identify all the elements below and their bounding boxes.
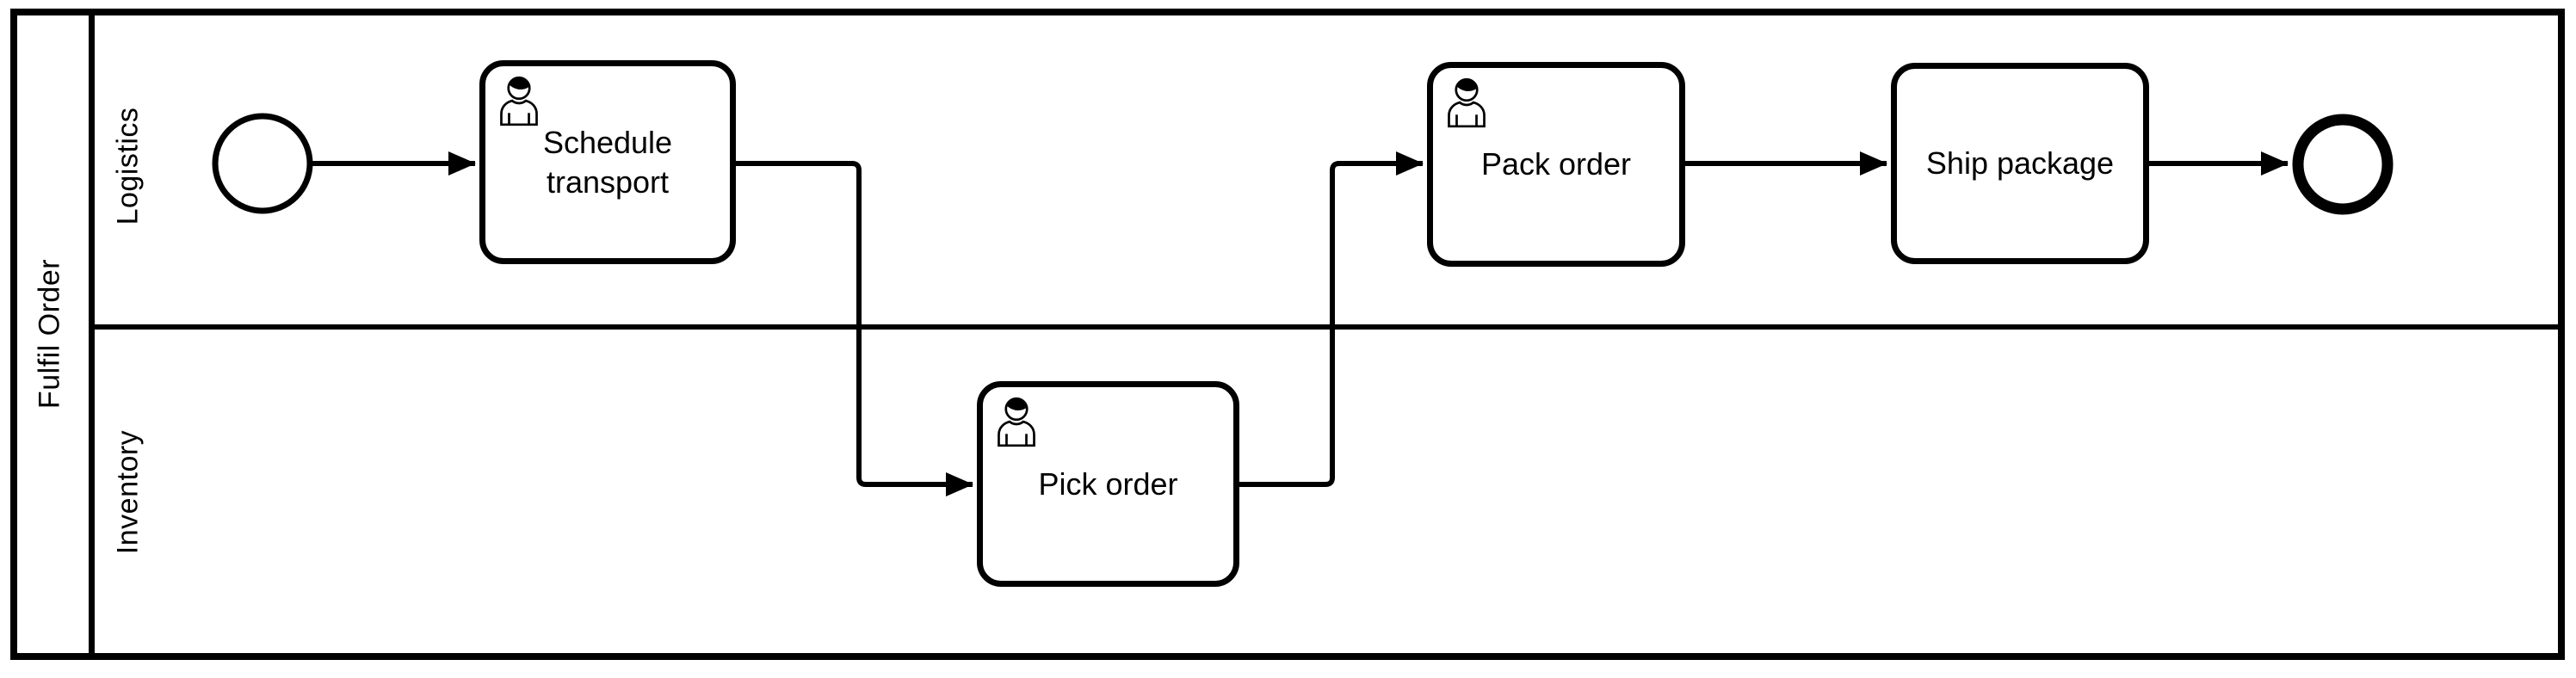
- task-label: Pack order: [1480, 146, 1632, 182]
- end-event[interactable]: [2292, 114, 2394, 215]
- start-event[interactable]: [212, 113, 313, 214]
- task-pack-order[interactable]: Pack order: [1427, 62, 1685, 267]
- task-label: Ship package: [1925, 145, 2115, 181]
- pool-border: [10, 9, 2565, 660]
- sequence-flow-schedule-transport-to-pick-order[interactable]: [736, 161, 973, 496]
- task-label: Pick order: [1038, 465, 1178, 502]
- user-icon: [993, 394, 1040, 447]
- user-icon: [1443, 75, 1490, 128]
- lane-divider: [91, 324, 2560, 330]
- sequence-flow-pick-order-to-pack-order[interactable]: [1239, 151, 1424, 487]
- user-icon: [496, 73, 542, 126]
- pool-header[interactable]: [17, 15, 89, 653]
- task-pick-order[interactable]: Pick order: [977, 381, 1239, 587]
- task-label: Schedule transport: [542, 124, 673, 200]
- task-ship-package[interactable]: Ship package: [1891, 63, 2149, 264]
- pool-label-divider: [89, 10, 95, 658]
- task-schedule-transport[interactable]: Schedule transport: [479, 60, 736, 264]
